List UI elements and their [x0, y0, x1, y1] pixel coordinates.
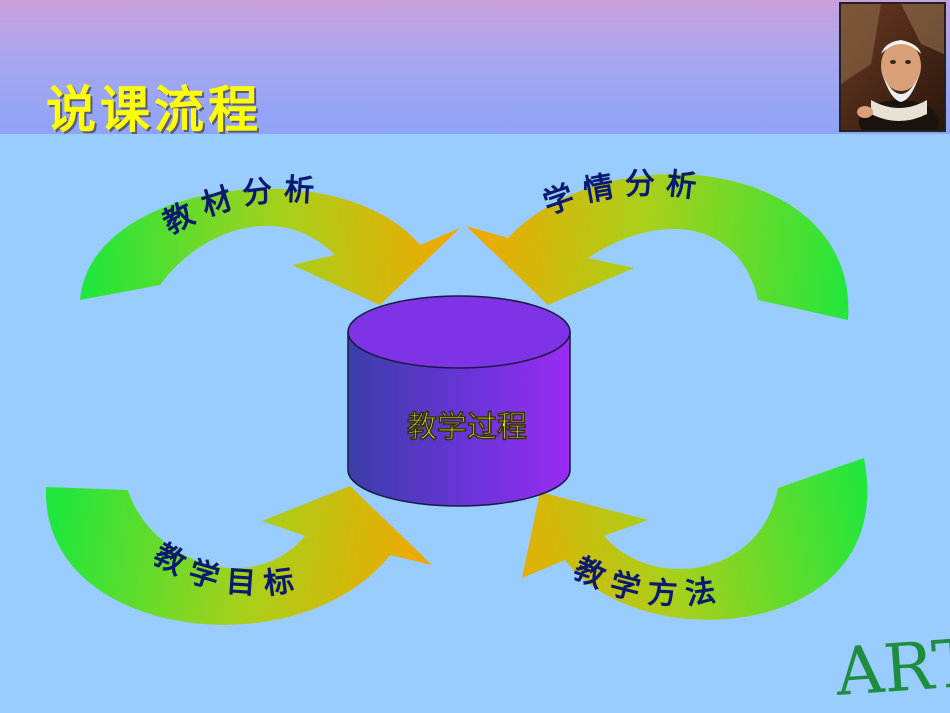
arrow-label-bottom-right: 教学方法 [568, 551, 727, 612]
arrow-top-right [466, 174, 849, 320]
center-cylinder: 教学过程 [347, 295, 571, 507]
arrow-bottom-right [522, 458, 868, 620]
center-label: 教学过程 [407, 410, 527, 445]
slide-title: 说课流程 [46, 81, 262, 139]
art-logo: ART [832, 624, 950, 711]
portrait-image [839, 2, 946, 132]
header-band [0, 0, 950, 134]
arrow-top-left [80, 188, 460, 305]
arrow-bottom-left [45, 486, 433, 625]
